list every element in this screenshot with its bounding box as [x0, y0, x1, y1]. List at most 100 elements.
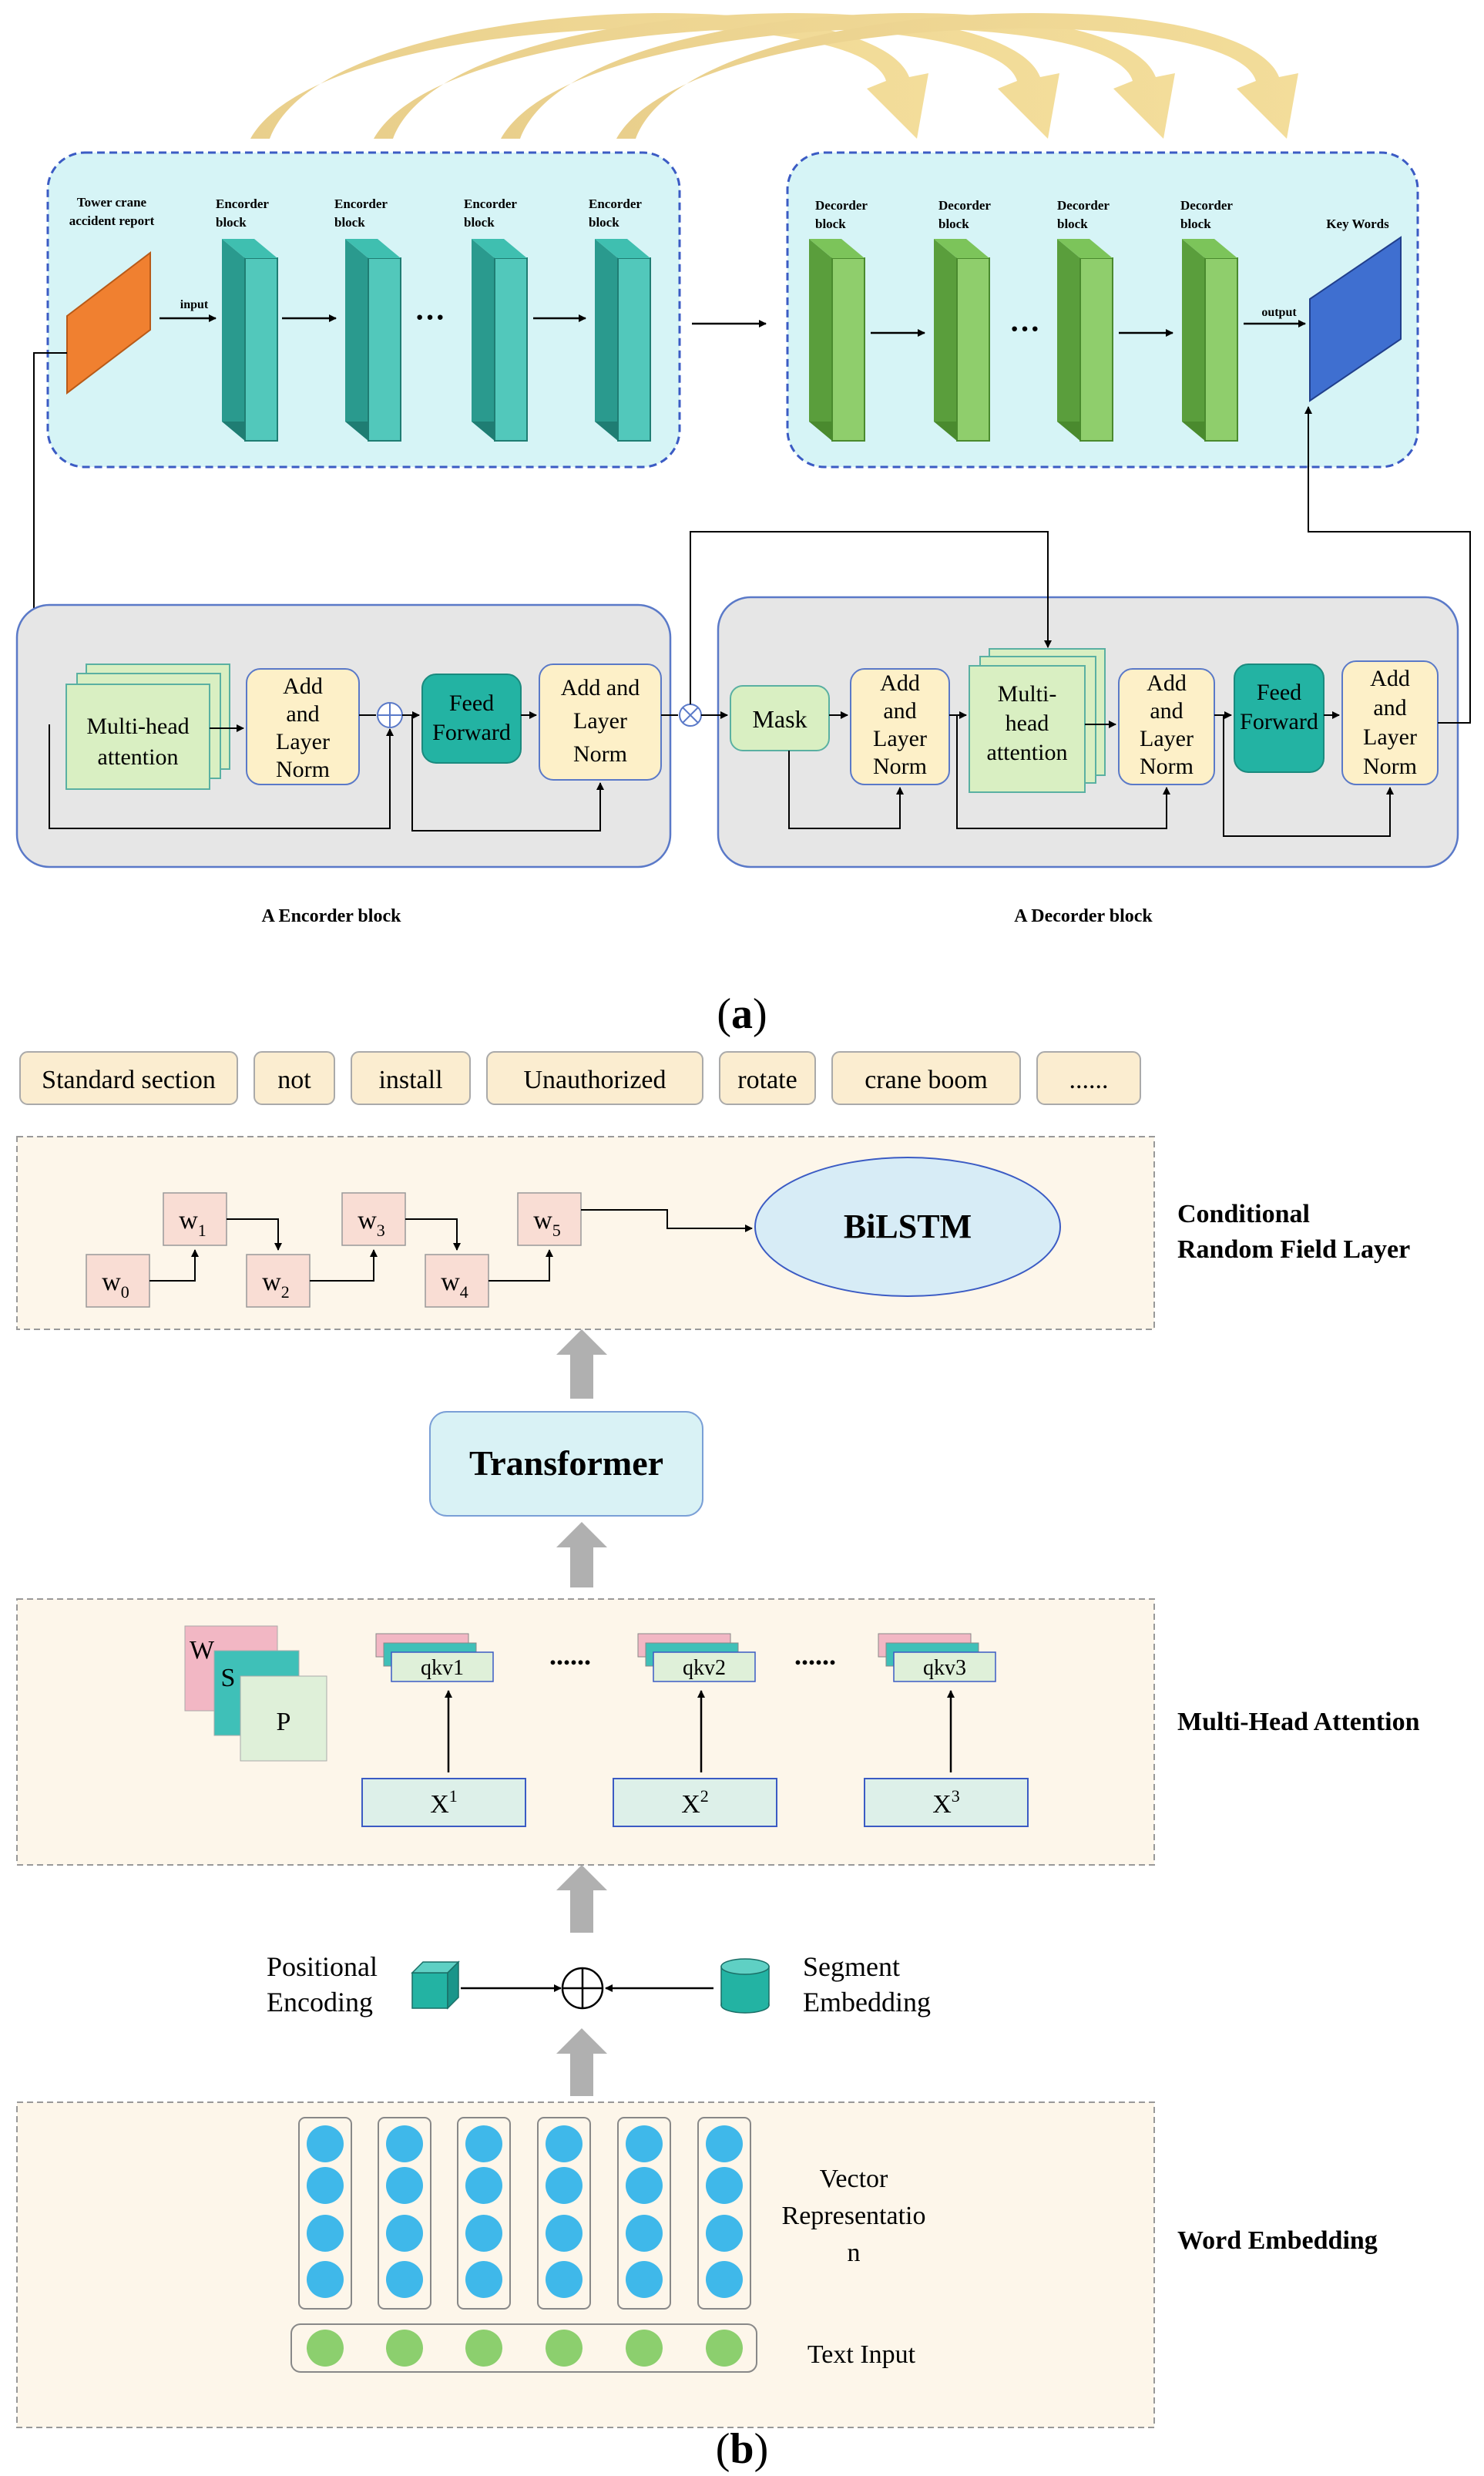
crf-layer-label-1: Conditional [1177, 1200, 1310, 1228]
svg-text:Multi-: Multi- [998, 681, 1057, 707]
vector-dot [386, 2167, 423, 2204]
positional-label-2: Encoding [267, 1987, 373, 2017]
svg-text:Norm: Norm [276, 757, 330, 782]
svg-text:qkv2: qkv2 [683, 1656, 726, 1680]
vector-dot [307, 2167, 344, 2204]
token-label: rotate [737, 1066, 797, 1094]
vector-column [457, 2117, 511, 2310]
mha-layer-label: Multi-Head Attention [1177, 1708, 1420, 1736]
cross-circle [679, 704, 702, 727]
encoder-block-3 [472, 239, 528, 442]
decoder-caption: A Decorder block [1014, 906, 1153, 926]
encoder-block-label-2a: Encorder [334, 197, 388, 211]
svg-text:and: and [286, 701, 319, 727]
text-input-dot [546, 2330, 583, 2367]
vector-dot [546, 2125, 583, 2162]
token-label: Standard section [42, 1066, 216, 1094]
decoder-block-label-4b: block [1180, 217, 1211, 231]
svg-text:Feed: Feed [449, 690, 494, 716]
vector-dot [386, 2125, 423, 2162]
encoder-add-norm-2 [539, 664, 662, 781]
svg-text:and: and [883, 698, 916, 724]
input-report-label-1: Tower crane [77, 195, 147, 210]
svg-text:Norm: Norm [573, 741, 627, 767]
wsp-stack: W S P [184, 1625, 327, 1762]
crf-layer-label-2: Random Field Layer [1177, 1235, 1410, 1264]
vector-dot [706, 2167, 743, 2204]
encoder-block-label-3b: block [464, 215, 495, 230]
qkv-stacks: qkv1 qkv2 qkv3 [375, 1633, 996, 1682]
text-input-dot [706, 2330, 743, 2367]
token-box [1036, 1051, 1141, 1105]
svg-text:qkv3: qkv3 [923, 1656, 966, 1680]
decoder-block-label-1b: block [815, 217, 846, 231]
vector-dot [307, 2215, 344, 2252]
vector-column [378, 2117, 431, 2310]
vector-dot [386, 2215, 423, 2252]
decoder-mask [730, 685, 830, 751]
transformer-label: Transformer [469, 1443, 663, 1483]
decoder-block-label-2b: block [938, 217, 969, 231]
vector-dot [465, 2215, 502, 2252]
token-box [253, 1051, 335, 1105]
decoder-feed-forward [1234, 664, 1325, 773]
key-words-shape [1309, 236, 1402, 402]
x3-box [864, 1778, 1029, 1827]
encoder-feed-forward [421, 674, 522, 764]
svg-text:Add: Add [1370, 666, 1410, 691]
text-input-dot [307, 2330, 344, 2367]
decoder-add-norm-1 [850, 668, 950, 785]
word-embedding-label: Word Embedding [1177, 2226, 1378, 2255]
svg-text:Layer: Layer [276, 729, 330, 754]
decoder-block-label-3a: Decorder [1057, 198, 1110, 213]
token-box [486, 1051, 703, 1105]
segment-label-2: Embedding [803, 1987, 931, 2017]
gray-up-arrows [556, 1329, 607, 2096]
token-label: ...... [1069, 1066, 1109, 1094]
encoder-block-4 [595, 239, 651, 442]
encoder-multihead-attention [65, 664, 230, 790]
svg-text:qkv1: qkv1 [421, 1656, 464, 1680]
decoder-block-label-3b: block [1057, 217, 1088, 231]
encoder-mha-text-1: Multi-head [86, 714, 189, 739]
text-input-dot [386, 2330, 423, 2367]
svg-text:Layer: Layer [1140, 726, 1194, 751]
crf-chain: w0 w1 w2 w3 w4 w5 [86, 1192, 753, 1308]
encoder-block-label-1a: Encorder [216, 197, 269, 211]
svg-text:Layer: Layer [873, 726, 927, 751]
vector-column [537, 2117, 591, 2310]
svg-text:head: head [1006, 711, 1049, 736]
encoder-block-label-4a: Encorder [589, 197, 642, 211]
encoder-mha-text-2: attention [98, 744, 179, 770]
token-label: crane boom [865, 1066, 988, 1094]
encoder-block-label-4b: block [589, 215, 619, 230]
token-box [19, 1051, 238, 1105]
svg-text:Add: Add [1147, 670, 1187, 696]
vector-dot [465, 2125, 502, 2162]
decoder-block-label-2a: Decorder [938, 198, 991, 213]
vector-dot [546, 2215, 583, 2252]
vector-dot [706, 2125, 743, 2162]
decoder-block-label-4a: Decorder [1180, 198, 1233, 213]
svg-text:Layer: Layer [573, 708, 627, 734]
vector-label-2: Representatio [782, 2202, 926, 2230]
encoder-ellipsis: ··· [415, 300, 445, 334]
encoder-caption: A Encorder block [262, 906, 402, 926]
vector-dot [307, 2125, 344, 2162]
encoder-blocks [222, 239, 651, 442]
vector-column [697, 2117, 751, 2310]
token-box [351, 1051, 471, 1105]
bilstm-label: BiLSTM [844, 1208, 972, 1245]
decoder-block-1 [809, 239, 865, 442]
svg-text:Add: Add [283, 674, 323, 699]
decoder-block-4 [1182, 239, 1238, 442]
vector-column [298, 2117, 352, 2310]
svg-text:w4: w4 [441, 1268, 468, 1302]
embedding-add-circle [561, 1967, 604, 2010]
encoder-add-circle [377, 702, 403, 728]
decoder-block-label-1a: Decorder [815, 198, 868, 213]
panel-a-label: (a) [717, 990, 767, 1038]
svg-text:Add and: Add and [561, 675, 640, 700]
